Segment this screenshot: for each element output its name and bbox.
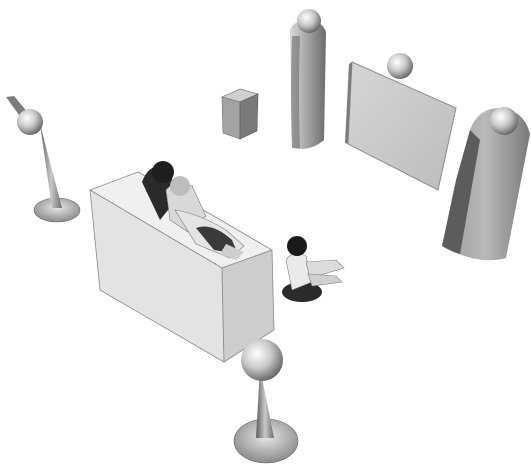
left-satellite-speaker [6,96,81,223]
right-tower-speaker [442,107,530,261]
sitting-child [282,236,345,302]
seated-adults [142,161,245,260]
projection-screen [345,53,457,191]
center-tower-speaker [290,9,326,149]
subwoofer [221,88,259,140]
front-satellite-speaker [233,339,299,464]
